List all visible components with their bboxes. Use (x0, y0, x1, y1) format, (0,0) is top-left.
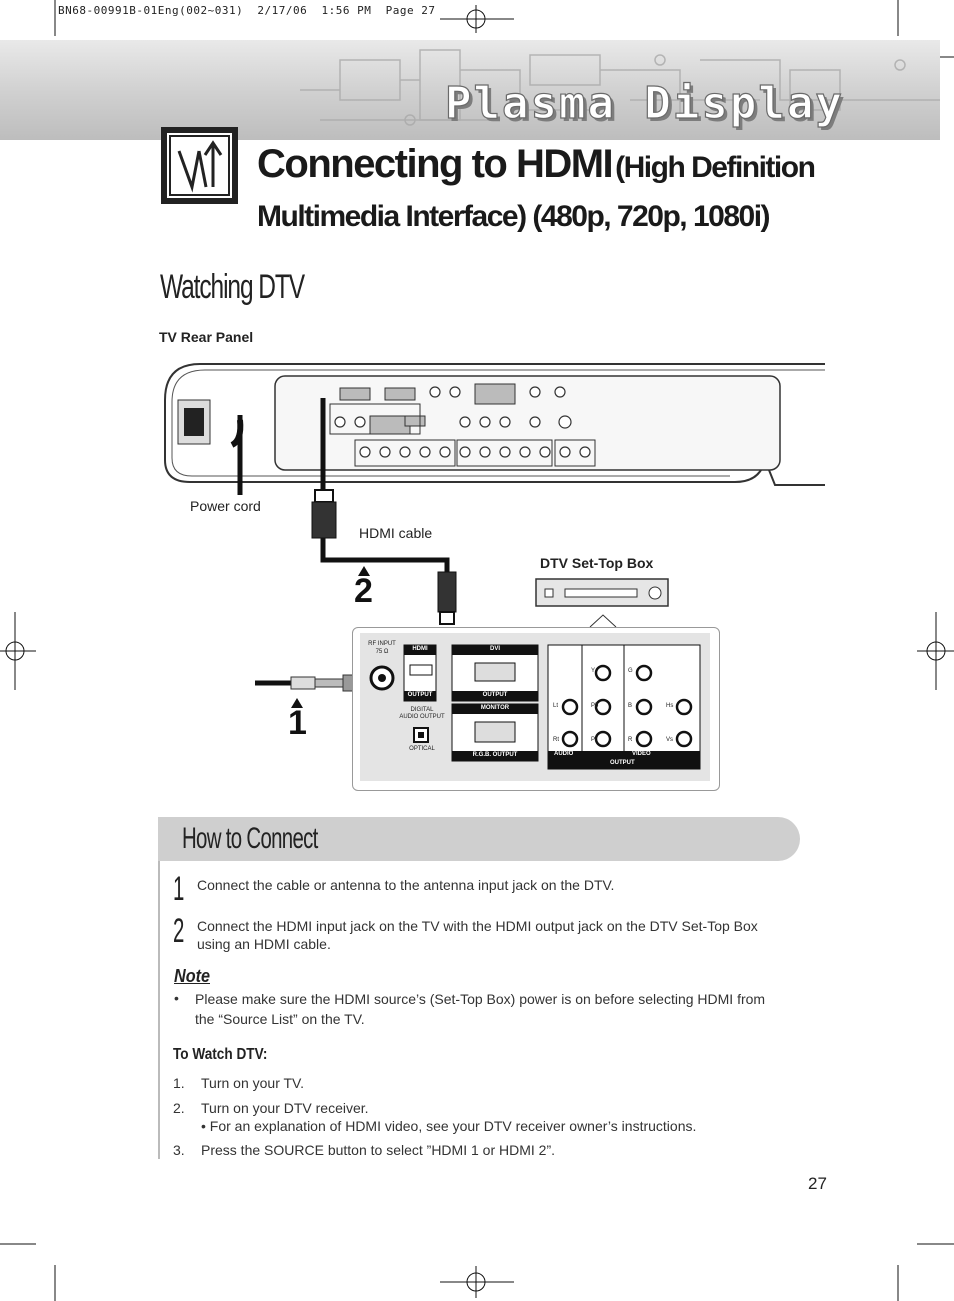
banner-title: Plasma Display (444, 77, 844, 129)
step-number-1: 1 (173, 870, 185, 908)
rgb-output-label: R.G.B. OUTPUT (472, 752, 518, 758)
jack-label-hs: Hs (666, 703, 674, 709)
jack-label-rt: Rt (553, 737, 559, 743)
step-number-2: 2 (173, 912, 185, 950)
dvi-port-label: DVI (489, 646, 500, 652)
step-2-marker: 2 (354, 572, 373, 610)
jack-label-pb: Pb (591, 703, 599, 709)
set-top-box-label: DTV Set-Top Box (540, 555, 654, 571)
jack-label-b: B (628, 703, 633, 709)
jack-label-pr: Pr (591, 737, 597, 743)
watch-item-2-text: Turn on your DTV receiver. (201, 1100, 369, 1116)
print-header: BN68-00991B-01Eng(002~031) 2/17/06 1:56 … (58, 4, 436, 17)
digital-audio-label: DIGITAL AUDIO OUTPUT (399, 707, 445, 720)
circuit-pattern (300, 49, 940, 126)
watch-item-3-text: Press the SOURCE button to select ”HDMI … (201, 1142, 555, 1158)
step-1-text: Connect the cable or antenna to the ante… (197, 877, 615, 893)
connection-icon (161, 127, 238, 204)
stb-panel-connectors (369, 644, 701, 770)
note-bullet: • (174, 990, 179, 1006)
how-to-connect-title: How to Connect (182, 822, 318, 855)
audio-label: AUDIO (554, 751, 574, 757)
component-output-label: OUTPUT (610, 760, 635, 766)
watch-item-2-subtext: • For an explanation of HDMI video, see … (201, 1118, 697, 1134)
step-2-arrow (358, 566, 370, 576)
page-title: Connecting to HDMI (High Definition Mult… (257, 142, 877, 244)
step-1-marker: 1 (288, 704, 307, 742)
section-title: Watching DTV (160, 268, 305, 306)
power-cord-label: Power cord (190, 498, 261, 514)
jack-label-y: Y (591, 668, 596, 674)
jack-label-g: G (628, 668, 633, 674)
step-2-text: Connect the HDMI input jack on the TV wi… (197, 918, 758, 952)
rf-input-label: RF INPUT 75 Ω (368, 641, 396, 655)
watch-dtv-title: To Watch DTV: (173, 1046, 268, 1063)
title-main: Connecting to HDMI (257, 142, 614, 186)
how-to-connect-header (158, 817, 800, 861)
dvi-output-label: OUTPUT (482, 692, 508, 698)
optical-label: OPTICAL (409, 746, 435, 752)
header-banner (0, 40, 940, 140)
note-text: Please make sure the HDMI source’s (Set-… (195, 991, 766, 1027)
hdmi-cable-label: HDMI cable (359, 525, 433, 541)
watch-item-2-num: 2. (173, 1100, 185, 1116)
title-sub-2: Multimedia Interface) (480p, 720p, 1080i… (257, 200, 771, 233)
tv-rear-panel (164, 363, 825, 486)
jack-label-vs: Vs (666, 737, 674, 743)
video-label: VIDEO (632, 751, 651, 757)
watch-item-3-num: 3. (173, 1142, 185, 1158)
hdmi-output-label: OUTPUT (407, 692, 433, 698)
page-number: 27 (808, 1174, 827, 1193)
section-left-rule (158, 861, 160, 1159)
watch-item-1-num: 1. (173, 1075, 185, 1091)
title-sub-1: (High Definition (615, 151, 816, 184)
cable-routing (230, 398, 457, 625)
jack-label-lt: Lt (553, 703, 559, 709)
hdmi-port-label: HDMI (412, 646, 428, 652)
watch-item-1-text: Turn on your TV. (201, 1075, 304, 1091)
note-title: Note (174, 966, 210, 986)
jack-label-r: R (628, 737, 633, 743)
tv-rear-panel-label: TV Rear Panel (159, 329, 254, 345)
monitor-label: MONITOR (480, 705, 510, 711)
step-1-arrow (291, 698, 303, 708)
set-top-box-illustration (535, 578, 669, 628)
